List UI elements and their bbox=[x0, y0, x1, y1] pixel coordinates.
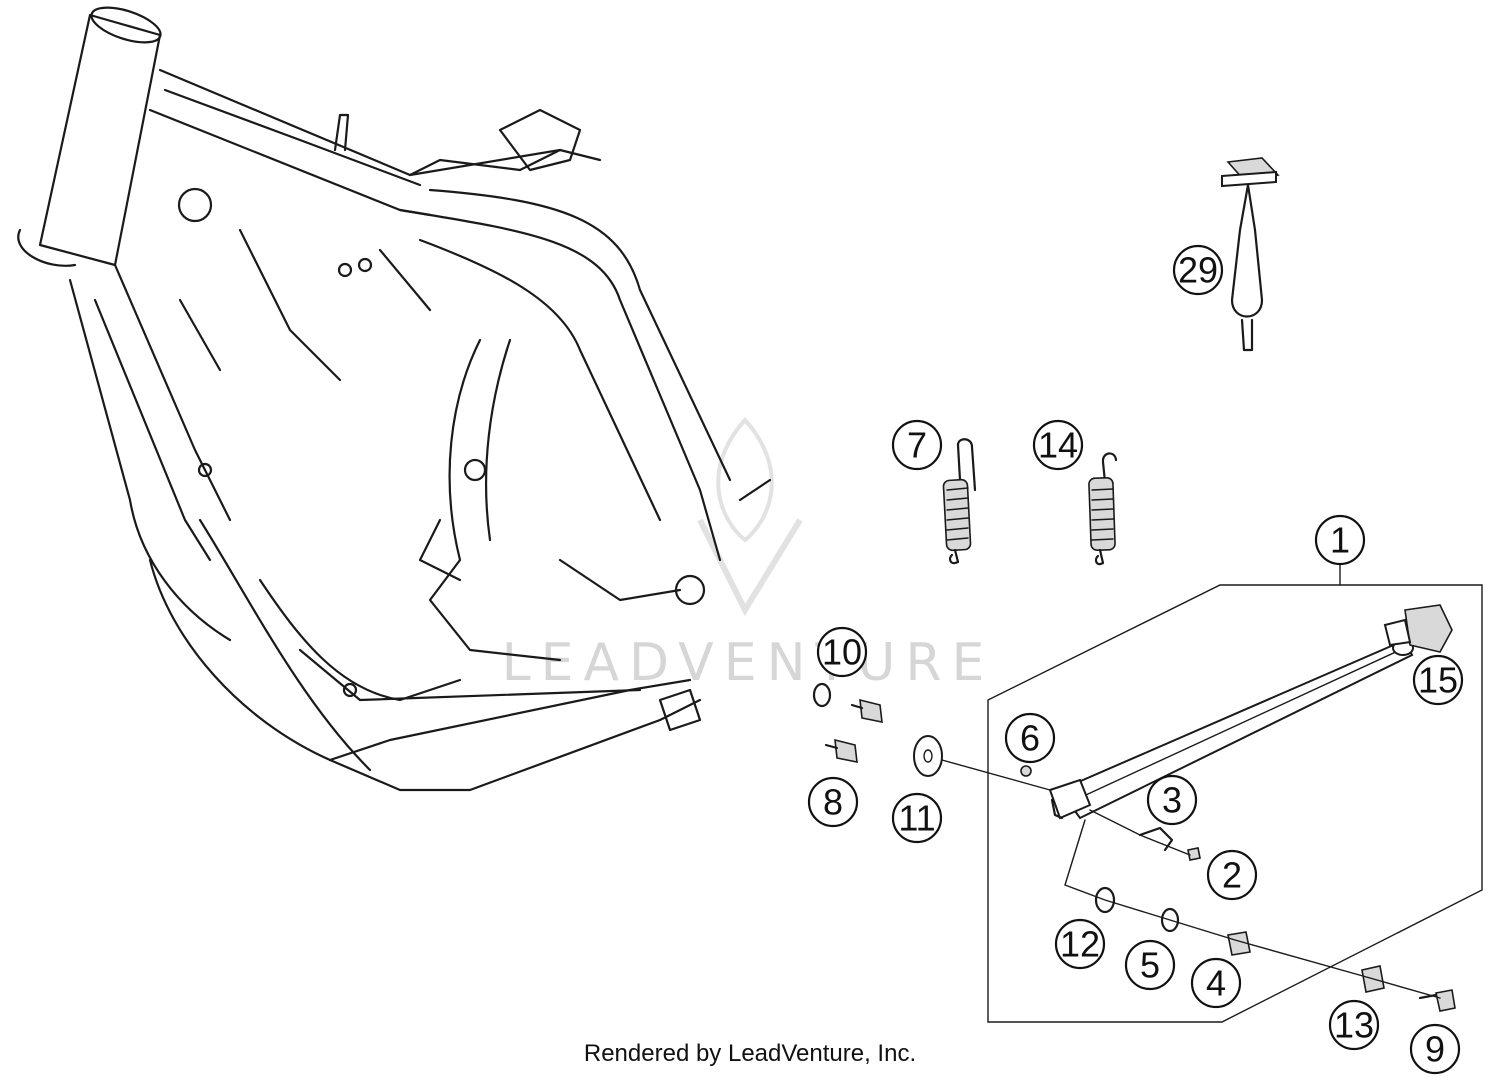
svg-text:5: 5 bbox=[1140, 945, 1160, 986]
callout-10: 10 bbox=[816, 626, 868, 678]
svg-text:14: 14 bbox=[1038, 425, 1078, 466]
small-parts bbox=[812, 682, 1456, 1012]
callout-5: 5 bbox=[1124, 939, 1176, 991]
svg-text:12: 12 bbox=[1060, 924, 1100, 965]
callout-6: 6 bbox=[1004, 712, 1056, 764]
callout-14: 14 bbox=[1032, 419, 1084, 471]
part-29-tool bbox=[1221, 157, 1280, 352]
part-4-bushing bbox=[1227, 931, 1251, 956]
part-14-spring bbox=[1088, 452, 1118, 566]
svg-text:3: 3 bbox=[1162, 780, 1182, 821]
svg-text:6: 6 bbox=[1020, 718, 1040, 759]
part-6-nut bbox=[1020, 765, 1032, 777]
part-10-bolt bbox=[859, 698, 883, 724]
svg-text:8: 8 bbox=[823, 782, 843, 823]
callout-4: 4 bbox=[1190, 957, 1242, 1009]
svg-text:13: 13 bbox=[1334, 1005, 1374, 1046]
svg-text:4: 4 bbox=[1206, 963, 1226, 1004]
callout-3: 3 bbox=[1146, 774, 1198, 826]
callout-12: 12 bbox=[1054, 918, 1106, 970]
svg-text:11: 11 bbox=[898, 798, 935, 839]
part-2-screw bbox=[1187, 847, 1201, 861]
leader-lines bbox=[941, 759, 1441, 999]
part-10-circlip bbox=[812, 682, 832, 708]
callout-29: 29 bbox=[1172, 244, 1224, 296]
svg-text:1: 1 bbox=[1330, 520, 1350, 561]
watermark: LEADVENTURE bbox=[502, 417, 995, 693]
part-3-clip bbox=[1138, 826, 1174, 852]
callout-11: 11 bbox=[891, 792, 943, 844]
part-9-bolt bbox=[1435, 989, 1456, 1012]
callout-8: 8 bbox=[807, 776, 859, 828]
callout-15: 15 bbox=[1412, 654, 1464, 706]
frame-illustration bbox=[17, 6, 772, 792]
watermark-text: LEADVENTURE bbox=[502, 633, 995, 693]
svg-text:9: 9 bbox=[1425, 1029, 1445, 1070]
svg-text:29: 29 bbox=[1178, 250, 1218, 291]
callout-13: 13 bbox=[1328, 999, 1380, 1051]
callout-9: 9 bbox=[1409, 1023, 1461, 1075]
part-7-spring bbox=[942, 438, 977, 565]
part-11-washer bbox=[913, 735, 943, 777]
part-15-foot bbox=[1383, 604, 1453, 653]
part-3-side-stand bbox=[1048, 638, 1414, 820]
svg-text:10: 10 bbox=[822, 632, 862, 673]
svg-text:7: 7 bbox=[907, 425, 927, 466]
render-credit: Rendered by LeadVenture, Inc. bbox=[583, 1040, 917, 1067]
part-12-washer bbox=[1094, 886, 1116, 914]
svg-text:15: 15 bbox=[1418, 660, 1458, 701]
callout-1: 1 bbox=[1314, 514, 1366, 566]
part-5-oring bbox=[1160, 907, 1180, 933]
callouts: 1 2 3 4 5 6 7 8 9 10 11 12 13 14 15 29 bbox=[807, 244, 1464, 1075]
svg-text:2: 2 bbox=[1222, 855, 1242, 896]
callout-2: 2 bbox=[1206, 849, 1258, 901]
callout-7: 7 bbox=[891, 419, 943, 471]
part-8-bolt bbox=[834, 738, 858, 764]
